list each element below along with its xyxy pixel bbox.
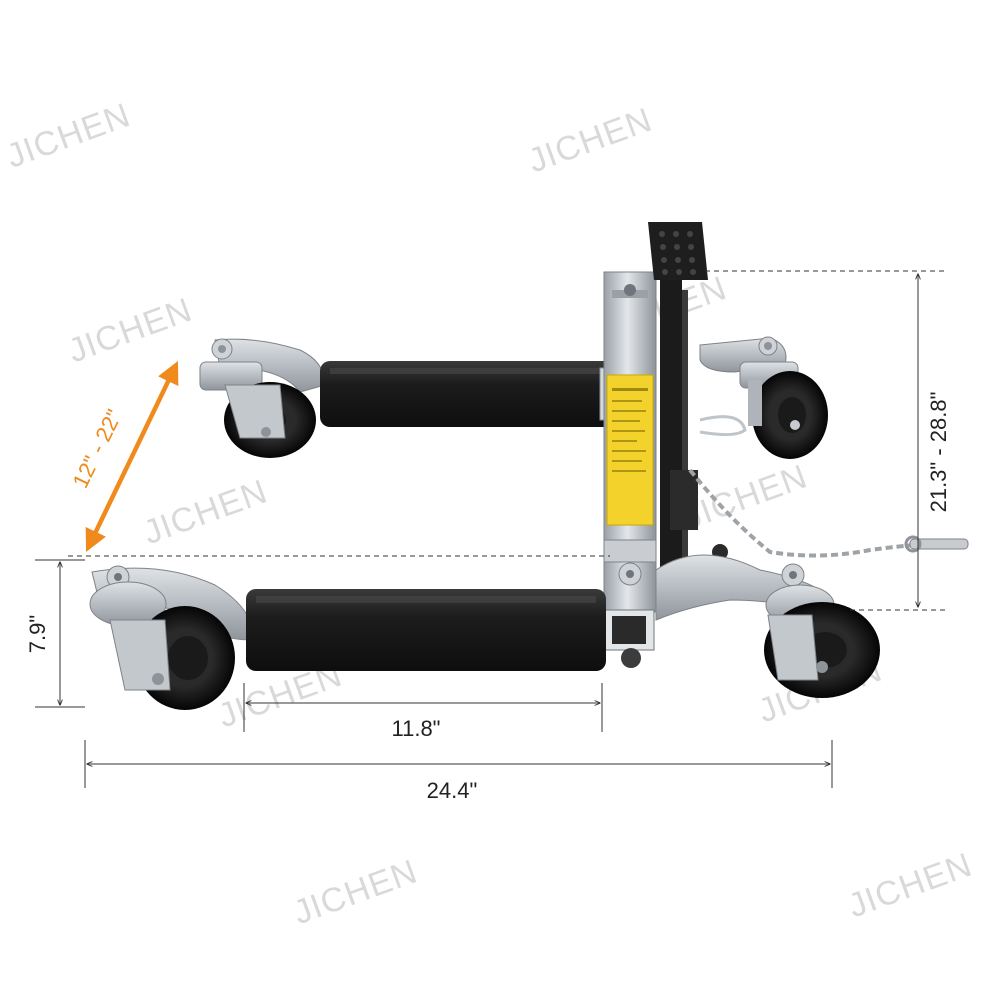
frame-tube xyxy=(603,271,657,668)
watermark: JICHEN xyxy=(288,852,422,932)
caster-wheel-back-right xyxy=(699,336,828,459)
wheel-dolly-icon xyxy=(89,222,969,710)
watermark: JICHEN xyxy=(843,846,977,926)
chain-icon xyxy=(688,468,969,558)
caster-wheel-front-right xyxy=(764,563,880,698)
spread-label: 12" - 22" xyxy=(68,405,127,492)
warning-label xyxy=(606,374,654,526)
watermark: JICHEN xyxy=(138,472,272,552)
caster-wheel-front-left xyxy=(89,565,235,710)
lift-height-label: 7.9" xyxy=(25,615,50,653)
dimension-lines xyxy=(35,270,945,788)
overall-width-label: 24.4" xyxy=(427,778,478,803)
watermark: JICHEN xyxy=(63,291,197,371)
watermarks: JICHEN JICHEN JICHEN JICHEN JICHEN JICHE… xyxy=(1,96,977,932)
foot-pedal-icon xyxy=(648,222,747,580)
overall-length-label: 21.3" - 28.8" xyxy=(926,392,951,513)
double-arrow-icon xyxy=(85,360,179,553)
inner-width-label: 11.8" xyxy=(392,716,441,741)
roller-back xyxy=(320,361,631,427)
roller-front xyxy=(246,562,642,671)
watermark: JICHEN xyxy=(523,101,657,181)
caster-wheel-back-left xyxy=(199,338,326,458)
watermark: JICHEN xyxy=(1,96,135,176)
watermark: JICHEN xyxy=(678,457,812,537)
